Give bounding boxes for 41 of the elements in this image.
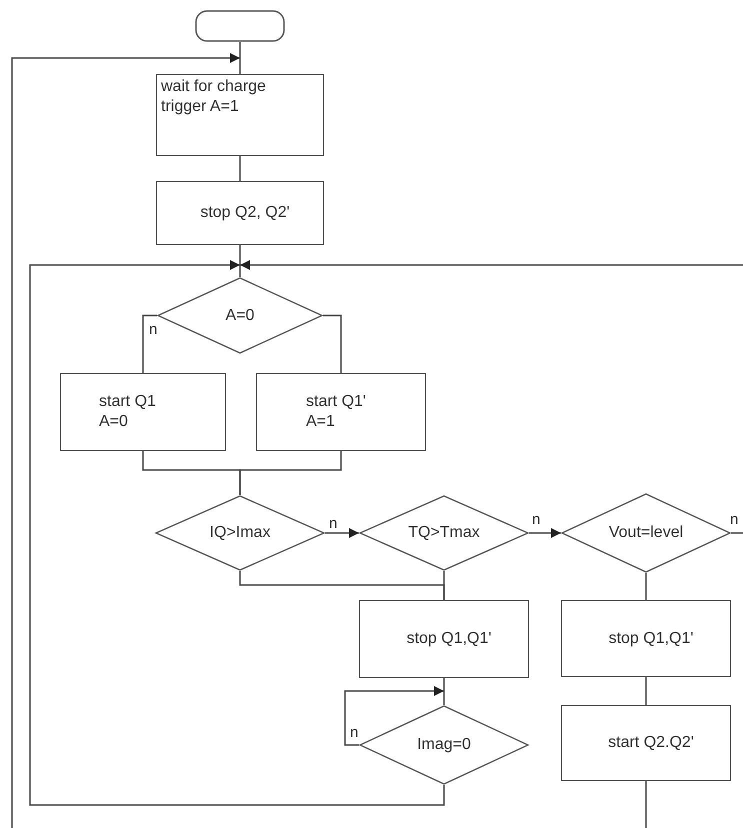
decision-diamond bbox=[155, 495, 325, 571]
step-text: start Q2.Q2' bbox=[608, 733, 694, 753]
step-text: stop Q2, Q2' bbox=[200, 203, 290, 223]
connector-line bbox=[645, 573, 647, 600]
condition-text: Vout=level bbox=[608, 523, 684, 543]
arrow bbox=[11, 53, 647, 828]
condition-text: A=0 bbox=[226, 306, 254, 326]
condition-text: IQ>Imax bbox=[210, 523, 270, 543]
step-text: stop Q1,Q1' bbox=[608, 628, 694, 648]
arrow bbox=[240, 260, 743, 534]
decision-diamond bbox=[359, 495, 529, 571]
connector-line bbox=[323, 314, 342, 373]
arrow bbox=[325, 528, 359, 538]
arrow bbox=[529, 528, 561, 538]
step-text: stop Q1,Q1' bbox=[406, 629, 492, 649]
process-box bbox=[60, 373, 226, 451]
connector-line bbox=[239, 451, 342, 495]
connector-line bbox=[239, 245, 241, 277]
process-box bbox=[156, 74, 324, 156]
arrow bbox=[29, 260, 445, 806]
connector-line bbox=[239, 156, 241, 181]
terminator-shape bbox=[195, 10, 285, 42]
connector-line bbox=[239, 42, 241, 74]
process-box bbox=[256, 373, 426, 451]
process-box bbox=[156, 181, 324, 245]
step-text: wait for charge trigger A=1 bbox=[161, 77, 267, 117]
decision-diamond bbox=[561, 493, 731, 573]
decision-diamond bbox=[157, 277, 323, 354]
process-box bbox=[359, 600, 529, 678]
condition-text: Imag=0 bbox=[417, 735, 471, 755]
connector-line bbox=[142, 314, 157, 373]
decision-diamond bbox=[359, 705, 529, 785]
connector-line bbox=[443, 571, 445, 600]
step-text: start Q1' A=1 bbox=[306, 392, 367, 432]
connector-line bbox=[645, 677, 647, 705]
process-box bbox=[561, 600, 731, 677]
process-box bbox=[561, 705, 731, 781]
connector-line bbox=[443, 678, 445, 705]
arrow bbox=[344, 686, 444, 746]
step-text: start Q1 A=0 bbox=[99, 392, 157, 432]
condition-text: TQ>Tmax bbox=[408, 523, 480, 543]
